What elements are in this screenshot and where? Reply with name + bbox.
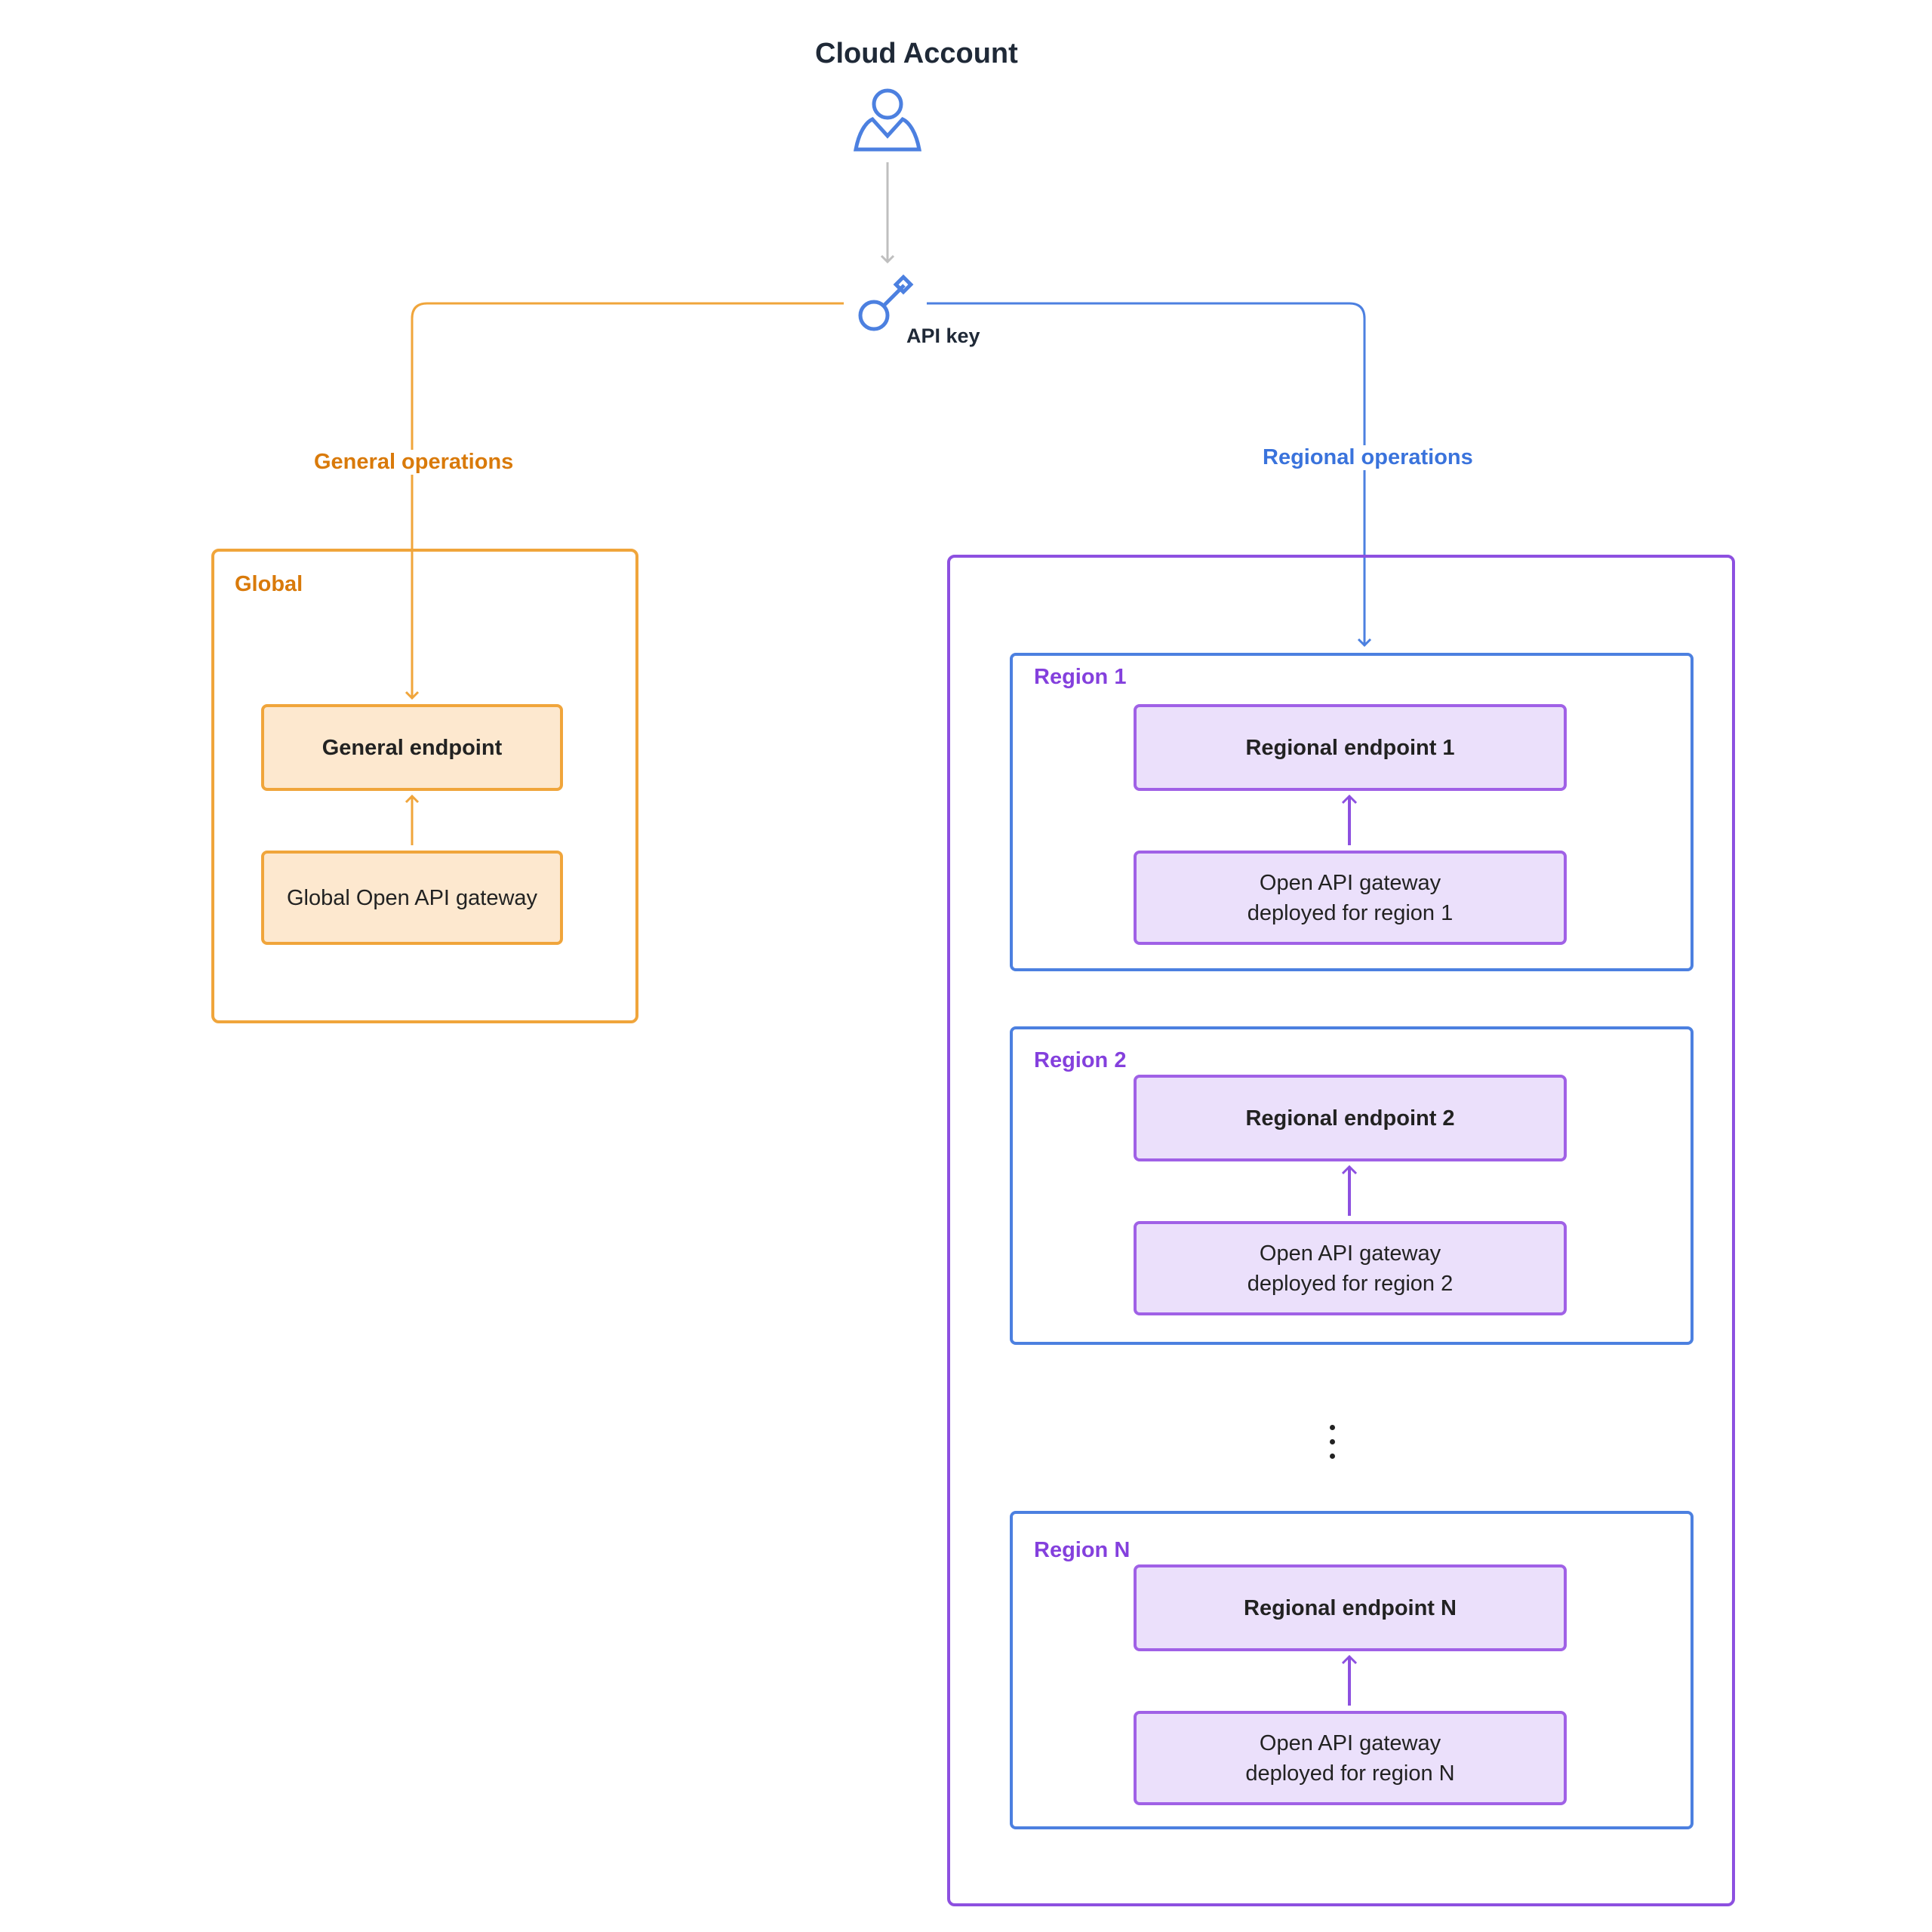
general-operations-label: General operations [309, 450, 518, 475]
region-2-frame [1010, 1026, 1694, 1345]
region-1-label: Region 1 [1034, 665, 1127, 689]
general-endpoint-box: General endpoint [261, 704, 563, 791]
region-n-label: Region N [1034, 1538, 1131, 1562]
region-2-gateway-line2: deployed for region 2 [1247, 1271, 1454, 1296]
global-frame [211, 549, 638, 1023]
api-key-label: API key [906, 325, 980, 347]
key-icon [858, 274, 914, 331]
region-n-gateway-line1: Open API gateway [1259, 1730, 1441, 1755]
diagram-title: Cloud Account [815, 38, 1018, 69]
region-n-frame [1010, 1511, 1694, 1829]
region-n-gateway-box: Open API gateway deployed for region N [1134, 1711, 1567, 1805]
global-gateway-box: Global Open API gateway [261, 851, 563, 945]
region-2-gateway-line1: Open API gateway [1259, 1241, 1441, 1266]
regional-operations-label: Regional operations [1258, 445, 1478, 470]
region-1-gateway-box: Open API gateway deployed for region 1 [1134, 851, 1567, 945]
vertical-ellipsis-icon [1324, 1425, 1340, 1468]
regional-endpoint-1-box: Regional endpoint 1 [1134, 704, 1567, 791]
region-2-label: Region 2 [1034, 1048, 1127, 1072]
regional-operations-path [927, 302, 1372, 648]
user-icon [854, 88, 921, 152]
region-1-gateway-line1: Open API gateway [1259, 870, 1441, 895]
region-2-gateway-box: Open API gateway deployed for region 2 [1134, 1221, 1567, 1315]
region-1-gateway-line2: deployed for region 1 [1247, 900, 1454, 925]
region-1-frame [1010, 653, 1694, 971]
general-operations-path [405, 302, 844, 700]
regions-frame [947, 555, 1735, 1906]
global-label: Global [235, 572, 303, 596]
regional-endpoint-2-box: Regional endpoint 2 [1134, 1075, 1567, 1161]
region-n-gateway-line2: deployed for region N [1245, 1761, 1455, 1786]
regional-endpoint-n-box: Regional endpoint N [1134, 1564, 1567, 1651]
